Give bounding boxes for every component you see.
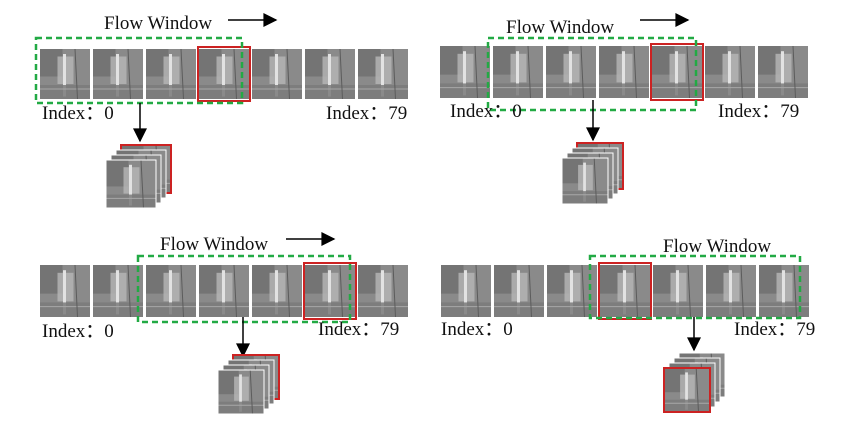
panel4-index-end: Index：79 [734, 319, 816, 340]
panel1-current-frame-box [197, 46, 251, 102]
panel4-strip-frame-5 [706, 264, 756, 318]
panel2-stack-frame-0 [562, 157, 608, 205]
panel4-stack-frame-0 [664, 367, 710, 413]
panel2-index-end: Index：79 [718, 101, 800, 122]
panel3-strip-frame-4 [252, 264, 302, 318]
panel4-strip-frame-6 [759, 264, 809, 318]
panel3-strip-frame-3 [199, 264, 249, 318]
panel4-index-start: Index：0 [441, 319, 513, 340]
panel1-index-start: Index：0 [42, 103, 114, 124]
panel3-index-end: Index：79 [318, 319, 400, 340]
panel1-strip-frame-1 [93, 48, 143, 100]
panel2-strip-frame-5 [705, 45, 755, 99]
panel1-strip-frame-6 [358, 48, 408, 100]
panel1-stack-frame-border-0 [105, 159, 157, 209]
panel2-strip-frame-6 [758, 45, 808, 99]
panel3-strip-frame-5 [305, 264, 355, 318]
panel1-strip-frame-2 [146, 48, 196, 100]
panel3-current-frame-box [303, 262, 357, 320]
panel1-strip-frame-3 [199, 48, 249, 100]
panel3-flow-window-box [136, 254, 352, 324]
panel4-flow-window-box [588, 254, 802, 320]
panel3-strip-frame-1 [93, 264, 143, 318]
panel2-index-start: Index：0 [450, 101, 522, 122]
panel4-strip-frame-3 [600, 264, 650, 318]
panel2-stack-frame-border-0 [561, 157, 609, 205]
panel4-current-frame-box [598, 262, 652, 320]
panel3-stack-frame-border-0 [217, 369, 265, 415]
panel2-group [440, 13, 808, 205]
panel1-group [34, 13, 408, 209]
panel1-title: Flow Window [104, 13, 213, 34]
panel1-flow-window-box [34, 36, 244, 105]
panel4-title: Flow Window [663, 236, 772, 257]
panel4-strip-frame-0 [441, 264, 491, 318]
panel2-strip-frame-3 [599, 45, 649, 99]
panel1-stack-frame-0 [106, 159, 156, 209]
panel1-strip-frame-4 [252, 48, 302, 100]
panel3-title: Flow Window [160, 234, 269, 255]
panel2-title: Flow Window [506, 17, 615, 38]
panel4-strip-frame-4 [653, 264, 703, 318]
panel2-strip-frame-2 [546, 45, 596, 99]
panel2-strip-frame-1 [493, 45, 543, 99]
panel1-strip-frame-5 [305, 48, 355, 100]
panel3-index-start: Index：0 [42, 321, 114, 342]
panel2-flow-window-box [486, 36, 698, 112]
panel3-group [40, 232, 408, 415]
panel2-strip-frame-4 [652, 45, 702, 99]
panel1-strip-frame-0 [40, 48, 90, 100]
panel1-index-end: Index：79 [326, 103, 408, 124]
panel2-strip-frame-0 [440, 45, 490, 99]
panel4-strip-frame-2 [547, 264, 597, 318]
panel3-strip-frame-0 [40, 264, 90, 318]
panel2-current-frame-box [650, 43, 704, 101]
panel4-stack-frame-border-0 [663, 367, 711, 413]
panel4-strip-frame-1 [494, 264, 544, 318]
panel3-strip-frame-2 [146, 264, 196, 318]
panel3-strip-frame-6 [358, 264, 408, 318]
panel4-group [441, 254, 809, 413]
panel3-stack-frame-0 [218, 369, 264, 415]
